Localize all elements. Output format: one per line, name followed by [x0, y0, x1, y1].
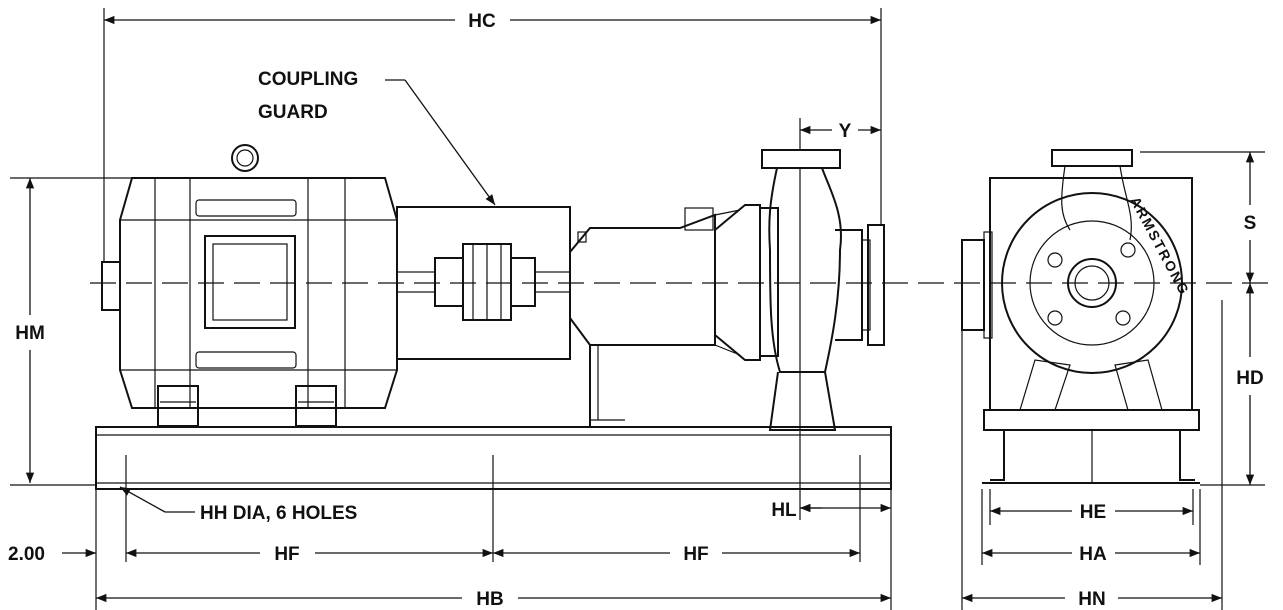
- label-hh-holes: HH DIA, 6 HOLES: [200, 503, 357, 524]
- label-y: Y: [839, 121, 852, 142]
- label-ha: HA: [1079, 544, 1107, 565]
- motor: [101, 144, 398, 427]
- label-hb: HB: [476, 589, 503, 610]
- motor-foot-right: [295, 385, 337, 427]
- label-hf-left: HF: [274, 544, 299, 565]
- discharge-flange: [761, 149, 841, 169]
- label-guard: GUARD: [258, 102, 328, 123]
- pump-end-view: [961, 149, 1223, 610]
- motor-foot-left: [157, 385, 199, 427]
- baseplate: [95, 426, 892, 610]
- coupling: [396, 243, 571, 321]
- label-hm: HM: [15, 323, 45, 344]
- end-discharge-flange: [1051, 149, 1133, 167]
- pump-casing-side: [759, 149, 885, 431]
- label-hl: HL: [771, 500, 797, 521]
- label-hc: HC: [468, 11, 496, 32]
- label-he: HE: [1080, 502, 1106, 523]
- label-coupling: COUPLING: [258, 69, 358, 90]
- bearing-frame: [569, 204, 761, 428]
- label-offset: 2.00: [8, 544, 45, 565]
- motor-terminal-box: [204, 235, 296, 329]
- label-hf-right: HF: [683, 544, 708, 565]
- label-hn: HN: [1078, 589, 1105, 610]
- label-hd: HD: [1236, 368, 1263, 389]
- suction-flange: [867, 224, 885, 346]
- label-s: S: [1244, 213, 1257, 234]
